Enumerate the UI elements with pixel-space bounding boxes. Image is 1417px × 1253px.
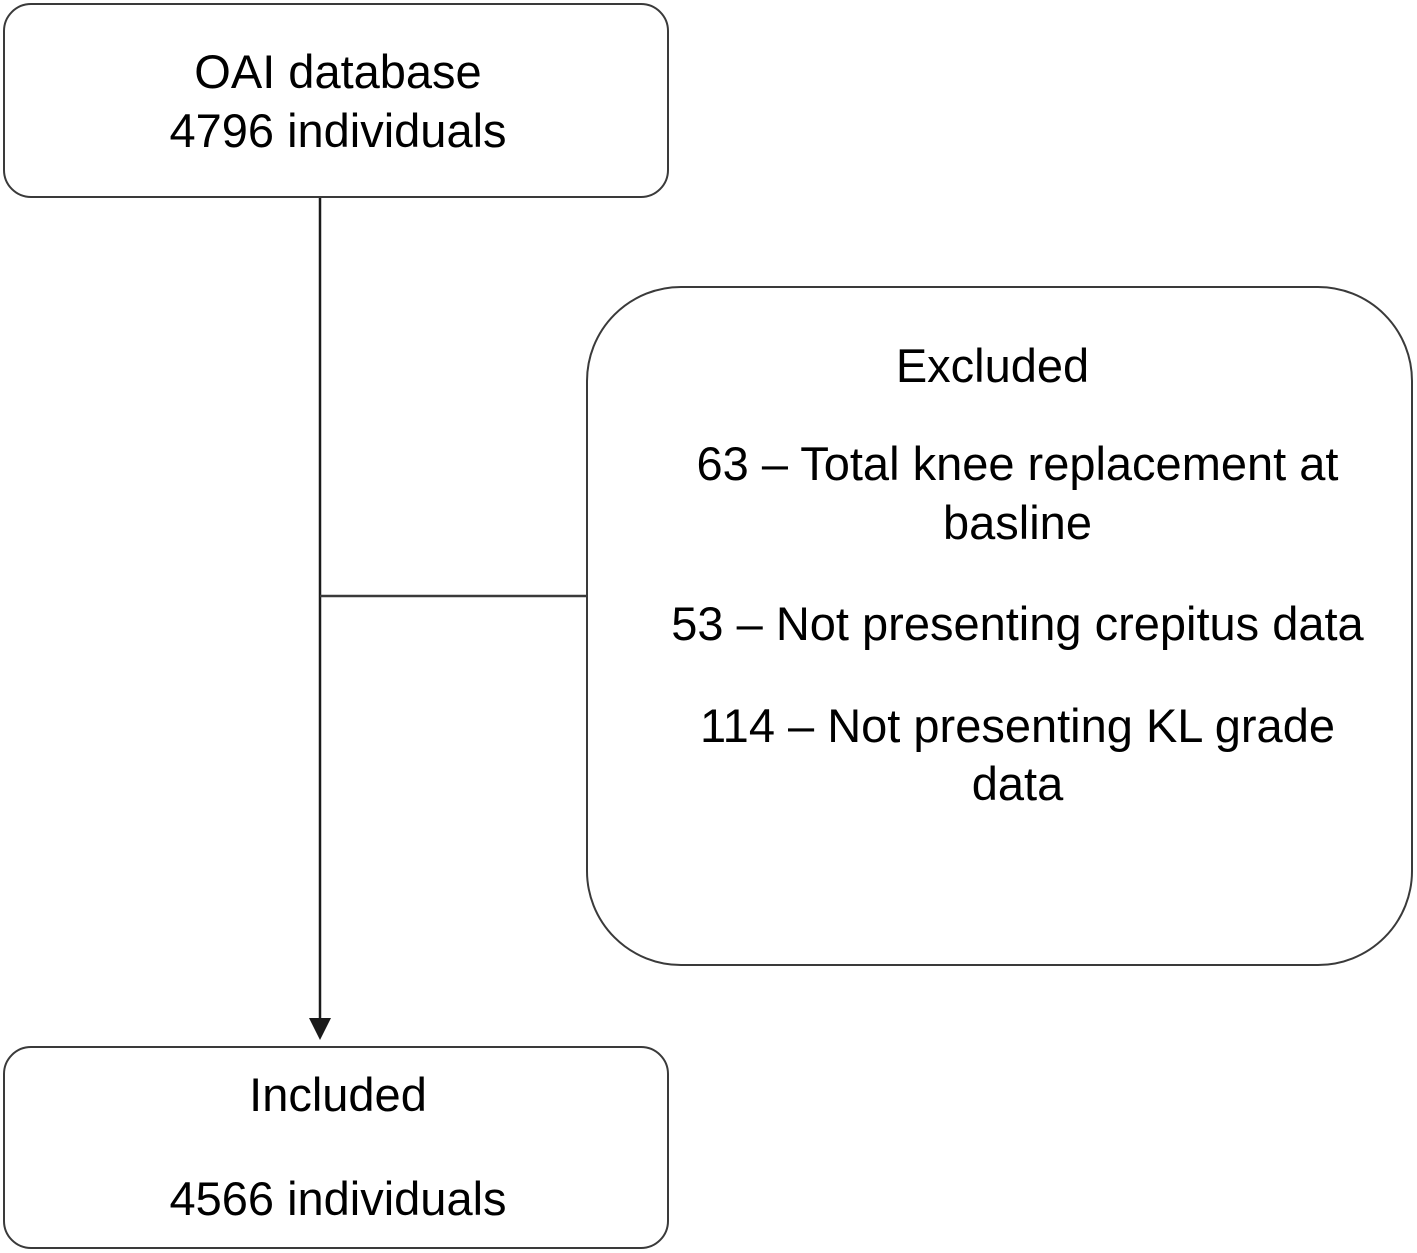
source-count: 4796 individuals <box>169 104 507 157</box>
excluded-title: Excluded <box>895 339 1090 392</box>
included-title: Included <box>249 1068 427 1121</box>
excluded-item-3-line2: data <box>971 757 1064 810</box>
included-box: Included 4566 individuals <box>3 1046 669 1249</box>
excluded-item-2: 53 – Not presenting crepitus data <box>671 597 1364 650</box>
excluded-box: Excluded 63 – Total knee replacement at … <box>586 286 1413 966</box>
included-count: 4566 individuals <box>169 1172 507 1225</box>
source-box: OAI database 4796 individuals <box>3 3 669 198</box>
excluded-item-3-line1: 114 – Not presenting KL grade <box>700 699 1335 752</box>
excluded-item-1-line1: 63 – Total knee replacement at <box>696 437 1339 490</box>
arrowhead-icon <box>309 1018 331 1040</box>
excluded-item-1-line2: basline <box>943 496 1092 549</box>
source-title: OAI database <box>194 45 482 98</box>
